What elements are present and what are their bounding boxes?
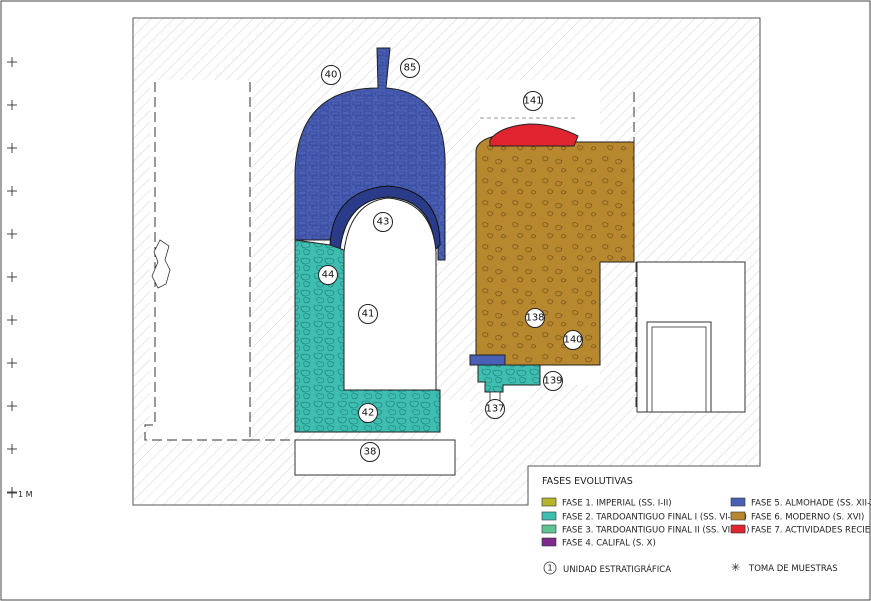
- unit-141-cap: [489, 123, 579, 147]
- unit-number: 44: [322, 270, 335, 281]
- legend-item-fase-6: FASE 6. MODERNO (S. XVI): [730, 511, 864, 523]
- right-building: [636, 261, 746, 413]
- unit-marker-138: 138: [525, 308, 545, 328]
- unit-number: 137: [485, 404, 504, 415]
- unit-marker-41: 41: [358, 304, 378, 324]
- grid-crosses: [7, 57, 17, 498]
- unit-number: 40: [325, 70, 338, 81]
- unit-marker-141: 141: [523, 91, 543, 111]
- site-area: [132, 17, 761, 506]
- sample-label: TOMA DE MUESTRAS: [748, 564, 838, 574]
- unit-marker-139: 139: [543, 371, 563, 391]
- svg-text:1: 1: [547, 564, 552, 573]
- legend-swatch: [541, 497, 557, 507]
- unit-markers: 40 85 43 44 41 42 38 141 138 140 139 137: [318, 58, 583, 462]
- legend-swatch: [541, 524, 557, 534]
- unit-number: 138: [525, 313, 544, 324]
- legend-label: FASE 4. CALIFAL (S. X): [562, 539, 656, 549]
- unit-marker-38: 38: [360, 442, 380, 462]
- unit-number: 42: [362, 408, 375, 419]
- legend-swatch: [730, 524, 746, 534]
- unit-symbol: [543, 561, 557, 575]
- legend-item-fase-4: FASE 4. CALIFAL (S. X): [541, 537, 656, 549]
- unit-number: 38: [364, 447, 377, 458]
- unit-marker-43: 43: [373, 212, 393, 232]
- legend-item-fase-3: FASE 3. TARDOANTIGUO FINAL II (SS. VI-VI…: [541, 524, 749, 536]
- legend-label: FASE 7. ACTIVIDADES RECIENTES: [751, 526, 871, 536]
- legend-item-fase-7: FASE 7. ACTIVIDADES RECIENTES: [730, 524, 871, 536]
- legend-label: FASE 1. IMPERIAL (SS. I-II): [562, 499, 672, 509]
- legend-swatch: [730, 511, 746, 521]
- unit-number: 139: [543, 376, 562, 387]
- legend-label: FASE 2. TARDOANTIGUO FINAL I (SS. VI-VII…: [562, 513, 747, 523]
- unit-marker-42: 42: [358, 403, 378, 423]
- legend-swatch: [541, 511, 557, 521]
- unit-number: 140: [563, 335, 582, 346]
- unit-number: 141: [523, 96, 542, 107]
- unit-marker-137: 137: [485, 399, 505, 419]
- unit-marker-85: 85: [400, 58, 420, 78]
- legend-swatch: [541, 537, 557, 547]
- left-sector: [150, 80, 250, 440]
- left-fragment: [151, 239, 171, 289]
- unit-number: 41: [362, 309, 375, 320]
- legend-swatch: [730, 497, 746, 507]
- unit-number: 85: [404, 63, 417, 74]
- sample-symbol: ✳: [731, 561, 740, 574]
- scale-label: 1 M: [18, 490, 33, 499]
- legend-item-fase-2: FASE 2. TARDOANTIGUO FINAL I (SS. VI-VII…: [541, 511, 747, 523]
- legend: FASES EVOLUTIVAS FASE 1. IMPERIAL (SS. I…: [541, 476, 871, 575]
- unit-marker-140: 140: [563, 330, 583, 350]
- unit-number: 43: [377, 217, 390, 228]
- unit-43-arch: [329, 185, 441, 252]
- unit-label: UNIDAD ESTRATIGRÁFICA: [563, 563, 671, 575]
- legend-title: FASES EVOLUTIVAS: [542, 476, 633, 487]
- legend-label: FASE 3. TARDOANTIGUO FINAL II (SS. VI-VI…: [562, 526, 749, 536]
- unit-139-wall: [477, 364, 541, 393]
- unit-marker-40: 40: [321, 65, 341, 85]
- unit-marker-44: 44: [318, 265, 338, 285]
- legend-label: FASE 6. MODERNO (S. XVI): [751, 513, 864, 523]
- legend-item-fase-1: FASE 1. IMPERIAL (SS. I-II): [541, 497, 672, 509]
- legend-label: FASE 5. ALMOHADE (SS. XII-XIII): [751, 499, 871, 509]
- unit-41-opening: [343, 197, 437, 391]
- legend-item-fase-5: FASE 5. ALMOHADE (SS. XII-XIII): [730, 497, 871, 509]
